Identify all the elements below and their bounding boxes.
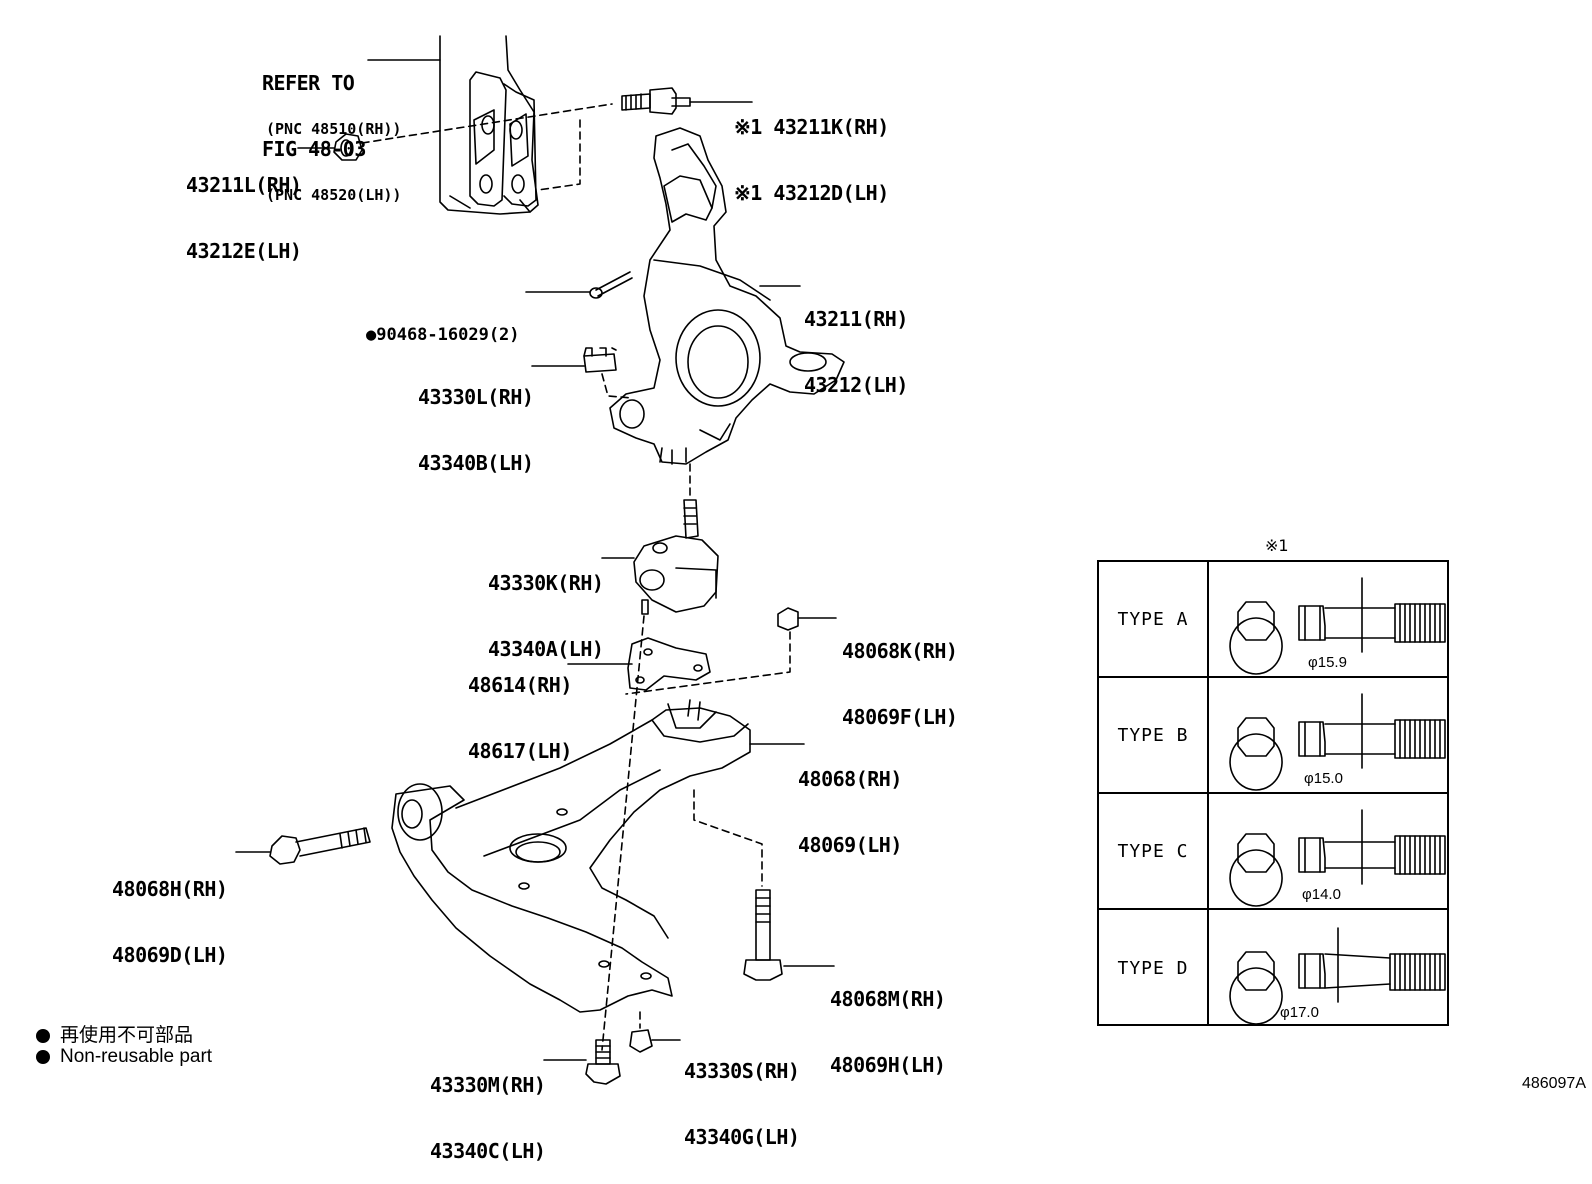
callout-lh: ※1 43212D(LH) <box>734 181 889 205</box>
callout-lh: 48069D(LH) <box>112 943 228 967</box>
callout-knuckle: 43211(RH) 43212(LH) <box>804 264 908 418</box>
type-a-bolt-drawing <box>1229 577 1446 675</box>
diameter-d: φ17.0 <box>1280 1004 1319 1021</box>
legend-jp-text: 再使用不可部品 <box>60 1025 194 1046</box>
lower-nut-drawing <box>629 1029 681 1053</box>
type-table: TYPE A TYPE B TYPE C TYPE D <box>1097 560 1449 1026</box>
arm-nut-drawing <box>777 607 837 631</box>
callout-arm-nut: 48068K(RH) 48069F(LH) <box>842 596 958 750</box>
rear-bolt-drawing <box>743 889 835 981</box>
callout-lh: 43340G(LH) <box>684 1125 800 1149</box>
legend-jp: 再使用不可部品 <box>36 1020 193 1047</box>
type-b-bolt-drawing <box>1229 693 1446 791</box>
castle-nut-drawing <box>531 347 617 373</box>
refer-line3: (PNC 48510(RH)) <box>266 120 402 138</box>
callout-rh: 48068M(RH) <box>830 987 946 1011</box>
callout-rh: 48068(RH) <box>798 767 902 791</box>
legend-en: Non-reusable part <box>36 1046 212 1068</box>
callout-rh: 43330L(RH) <box>418 385 534 409</box>
knuckle-drawing <box>609 127 845 465</box>
callout-lower-nut: 43330S(RH) 43340G(LH) <box>684 1016 800 1170</box>
plate-drawing <box>567 637 711 691</box>
diameter-b: φ15.0 <box>1304 770 1343 787</box>
callout-lh: 43340A(LH) <box>488 637 604 661</box>
top-bolt-drawing <box>621 87 753 115</box>
callout-plate: 48614(RH) 48617(LH) <box>468 630 572 784</box>
callout-nut-top: 43211L(RH) 43212E(LH) <box>186 130 302 284</box>
front-bolt-drawing <box>235 827 371 865</box>
type-row: TYPE B <box>1099 678 1447 794</box>
callout-lower-bolt: 43330M(RH) 43340C(LH) <box>430 1030 546 1184</box>
type-table-title: ※1 <box>1265 536 1289 555</box>
callout-rh: 43211L(RH) <box>186 173 302 197</box>
callout-rh: 43330S(RH) <box>684 1059 800 1083</box>
callout-lh: 48069F(LH) <box>842 705 958 729</box>
type-row: TYPE D <box>1099 910 1447 1026</box>
diameter-a: φ15.9 <box>1308 654 1347 671</box>
diameter-c: φ14.0 <box>1302 886 1341 903</box>
top-nut-drawing <box>297 133 363 161</box>
callout-lh: 48069H(LH) <box>830 1053 946 1077</box>
callout-rh: ※1 43211K(RH) <box>734 115 889 139</box>
lower-bolt-drawing <box>543 1039 621 1085</box>
callout-ball-joint: 43330K(RH) 43340A(LH) <box>488 528 604 682</box>
callout-bolt-top: ※1 43211K(RH) ※1 43212D(LH) <box>734 72 889 226</box>
callout-rh: 43330M(RH) <box>430 1073 546 1097</box>
type-row: TYPE A <box>1099 562 1447 678</box>
callout-rh: 43330K(RH) <box>488 571 604 595</box>
callout-rear-bolt: 48068M(RH) 48069H(LH) <box>830 944 946 1098</box>
callout-front-bolt: 48068H(RH) 48069D(LH) <box>112 834 228 988</box>
figure-number: 486097A <box>1521 1075 1586 1092</box>
refer-to-label: REFER TO FIG 48-03 <box>262 28 366 182</box>
callout-rh: 48068K(RH) <box>842 639 958 663</box>
callout-lh: 48069(LH) <box>798 833 902 857</box>
refer-pnc-label: (PNC 48510(RH)) (PNC 48520(LH)) <box>266 74 401 228</box>
callout-cotter-pin: ●90468-16029(2) <box>366 280 520 368</box>
type-name: TYPE A <box>1099 562 1209 676</box>
type-name: TYPE C <box>1099 794 1209 908</box>
refer-line1: REFER TO <box>262 71 355 95</box>
type-name: TYPE B <box>1099 678 1209 792</box>
type-row: TYPE C <box>1099 794 1447 910</box>
callout-rh: 48614(RH) <box>468 673 572 697</box>
bullet-icon <box>36 1028 50 1043</box>
bullet-icon <box>36 1049 50 1064</box>
lower-arm-drawing <box>391 699 805 1013</box>
type-d-bolt-drawing <box>1229 927 1446 1025</box>
cotter-pin-drawing <box>525 271 633 299</box>
callout-lh: 43212(LH) <box>804 373 908 397</box>
strut-bracket-drawing <box>439 35 539 215</box>
type-name: TYPE D <box>1099 910 1209 1026</box>
callout-rh: ●90468-16029(2) <box>366 325 520 345</box>
parts-diagram <box>235 35 1446 1085</box>
refer-line2: FIG 48-03 <box>262 137 366 161</box>
callout-rh: 48068H(RH) <box>112 877 228 901</box>
callout-rh: 43211(RH) <box>804 307 908 331</box>
callout-lh: 43212E(LH) <box>186 239 302 263</box>
callout-castle-nut: 43330L(RH) 43340B(LH) <box>418 342 534 496</box>
legend-en-text: Non-reusable part <box>60 1046 213 1067</box>
callout-lh: 48617(LH) <box>468 739 572 763</box>
refer-line4: (PNC 48520(LH)) <box>266 186 402 204</box>
ball-joint-drawing <box>601 499 719 615</box>
callout-lower-arm: 48068(RH) 48069(LH) <box>798 724 902 878</box>
type-c-bolt-drawing <box>1229 809 1446 907</box>
callout-lh: 43340B(LH) <box>418 451 534 475</box>
callout-lh: 43340C(LH) <box>430 1139 546 1163</box>
